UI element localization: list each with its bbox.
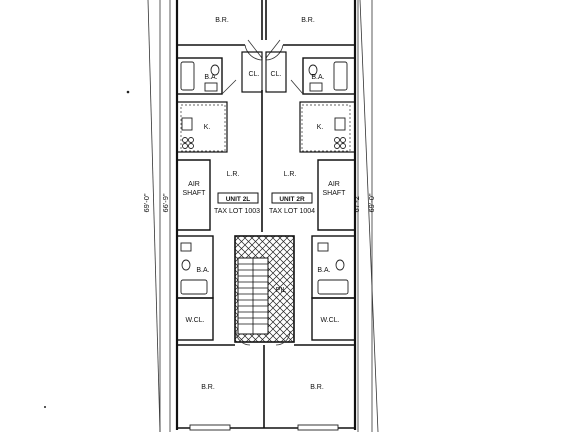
unit-name-right: UNIT 2R xyxy=(279,196,305,203)
room-labels: B.R. B.R. B.A. B.A. CL. CL. K. K. L.R. L… xyxy=(183,17,347,391)
unit-name-left: UNIT 2L xyxy=(226,196,251,203)
room-label-br: B.R. xyxy=(301,17,315,24)
room-label-cl: CL. xyxy=(271,71,282,78)
unit-labels: UNIT 2L TAX LOT 1003 UNIT 2R TAX LOT 100… xyxy=(214,196,315,215)
tax-lot-right: TAX LOT 1004 xyxy=(269,208,315,215)
room-label-k: K. xyxy=(204,124,211,131)
room-label-lr: L.R. xyxy=(284,171,297,178)
party-wall xyxy=(261,90,265,428)
room-label-ba: B.A. xyxy=(317,267,330,274)
dimension-inner-left: 66'-9" xyxy=(161,193,170,212)
room-label-k: K. xyxy=(317,124,324,131)
room-label-br: B.R. xyxy=(215,17,229,24)
room-label-wcl: W.CL. xyxy=(320,317,339,324)
tax-lot-left: TAX LOT 1003 xyxy=(214,208,260,215)
upper-bathrooms xyxy=(176,57,356,95)
room-label-shaft: SHAFT xyxy=(323,190,347,197)
room-label-br: B.R. xyxy=(310,384,324,391)
room-label-cl: CL. xyxy=(249,71,260,78)
room-label-air: AIR xyxy=(188,181,200,188)
room-label-pil: PIL xyxy=(276,287,287,294)
room-label-ba: B.A. xyxy=(196,267,209,274)
property-lines xyxy=(147,0,379,432)
lower-bathrooms xyxy=(176,235,356,299)
room-label-ba: B.A. xyxy=(311,74,324,81)
stair-core xyxy=(234,235,295,346)
room-label-lr: L.R. xyxy=(227,171,240,178)
dimension-lines xyxy=(159,0,373,432)
dimension-outer-left: 69'-0" xyxy=(142,193,151,212)
room-label-shaft: SHAFT xyxy=(183,190,207,197)
linen-closets xyxy=(176,297,356,341)
kitchens xyxy=(176,101,356,153)
room-label-br: B.R. xyxy=(201,384,215,391)
air-shafts xyxy=(177,159,355,231)
dimension-outer-right: 69'-0" xyxy=(367,193,376,212)
room-label-air: AIR xyxy=(328,181,340,188)
dimension-labels: 69'-0" 66'-9" 67'-2" 69'-0" xyxy=(142,193,376,212)
bottom-windows xyxy=(189,424,339,431)
closets xyxy=(241,51,287,93)
scan-specks xyxy=(44,90,130,408)
upper-bedroom-walls xyxy=(177,39,355,61)
room-label-wcl: W.CL. xyxy=(185,317,204,324)
room-label-ba: B.A. xyxy=(204,74,217,81)
unit-label-boxes xyxy=(217,192,313,204)
dimension-inner-right: 67'-2" xyxy=(352,193,361,212)
